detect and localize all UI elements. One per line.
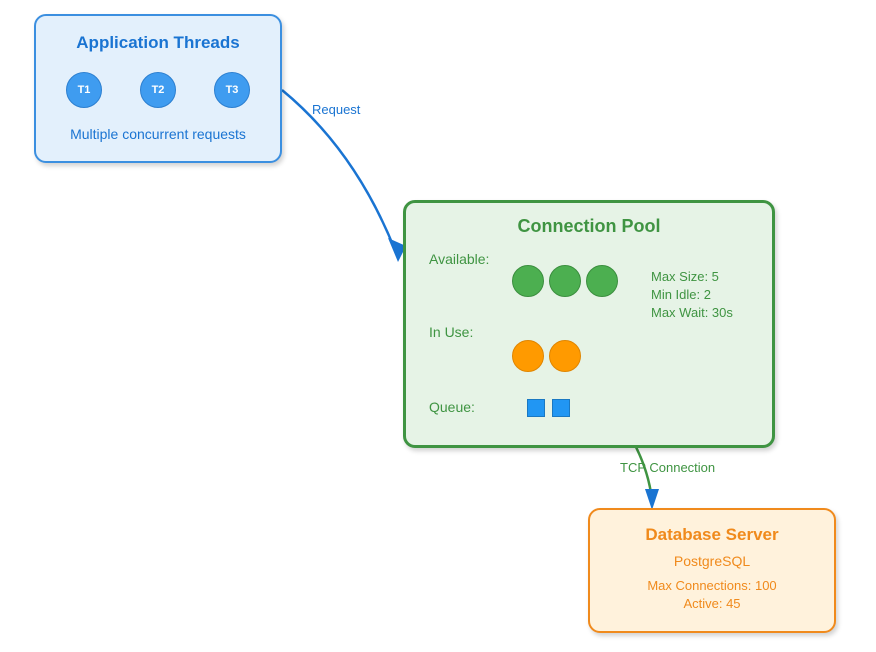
thread-t1: T1 (66, 72, 102, 108)
database-max-connections: Max Connections: 100 (647, 578, 777, 593)
connection-pool-title: Connection Pool (517, 216, 661, 236)
available-label: Available: (429, 251, 490, 267)
application-threads-title: Application Threads (76, 33, 240, 52)
tcp-arrowhead (645, 489, 659, 510)
database-active: Active: 45 (683, 596, 741, 611)
database-server-title: Database Server (645, 525, 779, 544)
request-edge (281, 89, 397, 251)
thread-t2: T2 (140, 72, 176, 108)
tcp-edge-label: TCP Connection (620, 460, 716, 475)
in-use-label: In Use: (429, 324, 474, 340)
application-threads-node: Application Threads T1 T2 T3 Multiple co… (34, 14, 282, 163)
database-server-node: Database Server PostgreSQL Max Connectio… (588, 508, 836, 633)
queued-request (552, 399, 570, 417)
in-use-connection (512, 340, 544, 372)
available-connection (512, 265, 544, 297)
max-wait: Max Wait: 30s (651, 305, 733, 320)
connection-pool-node: Connection Pool Available: Max Size: 5 M… (403, 200, 775, 448)
threads-caption: Multiple concurrent requests (70, 126, 246, 142)
request-arrowhead (388, 238, 406, 262)
max-size: Max Size: 5 (651, 269, 719, 284)
available-connection (586, 265, 618, 297)
min-idle: Min Idle: 2 (651, 287, 711, 302)
available-connection (549, 265, 581, 297)
request-edge-label: Request (312, 102, 361, 117)
thread-t3: T3 (214, 72, 250, 108)
in-use-connection (549, 340, 581, 372)
queue-label: Queue: (429, 399, 475, 415)
database-engine: PostgreSQL (673, 553, 751, 569)
queued-request (527, 399, 545, 417)
